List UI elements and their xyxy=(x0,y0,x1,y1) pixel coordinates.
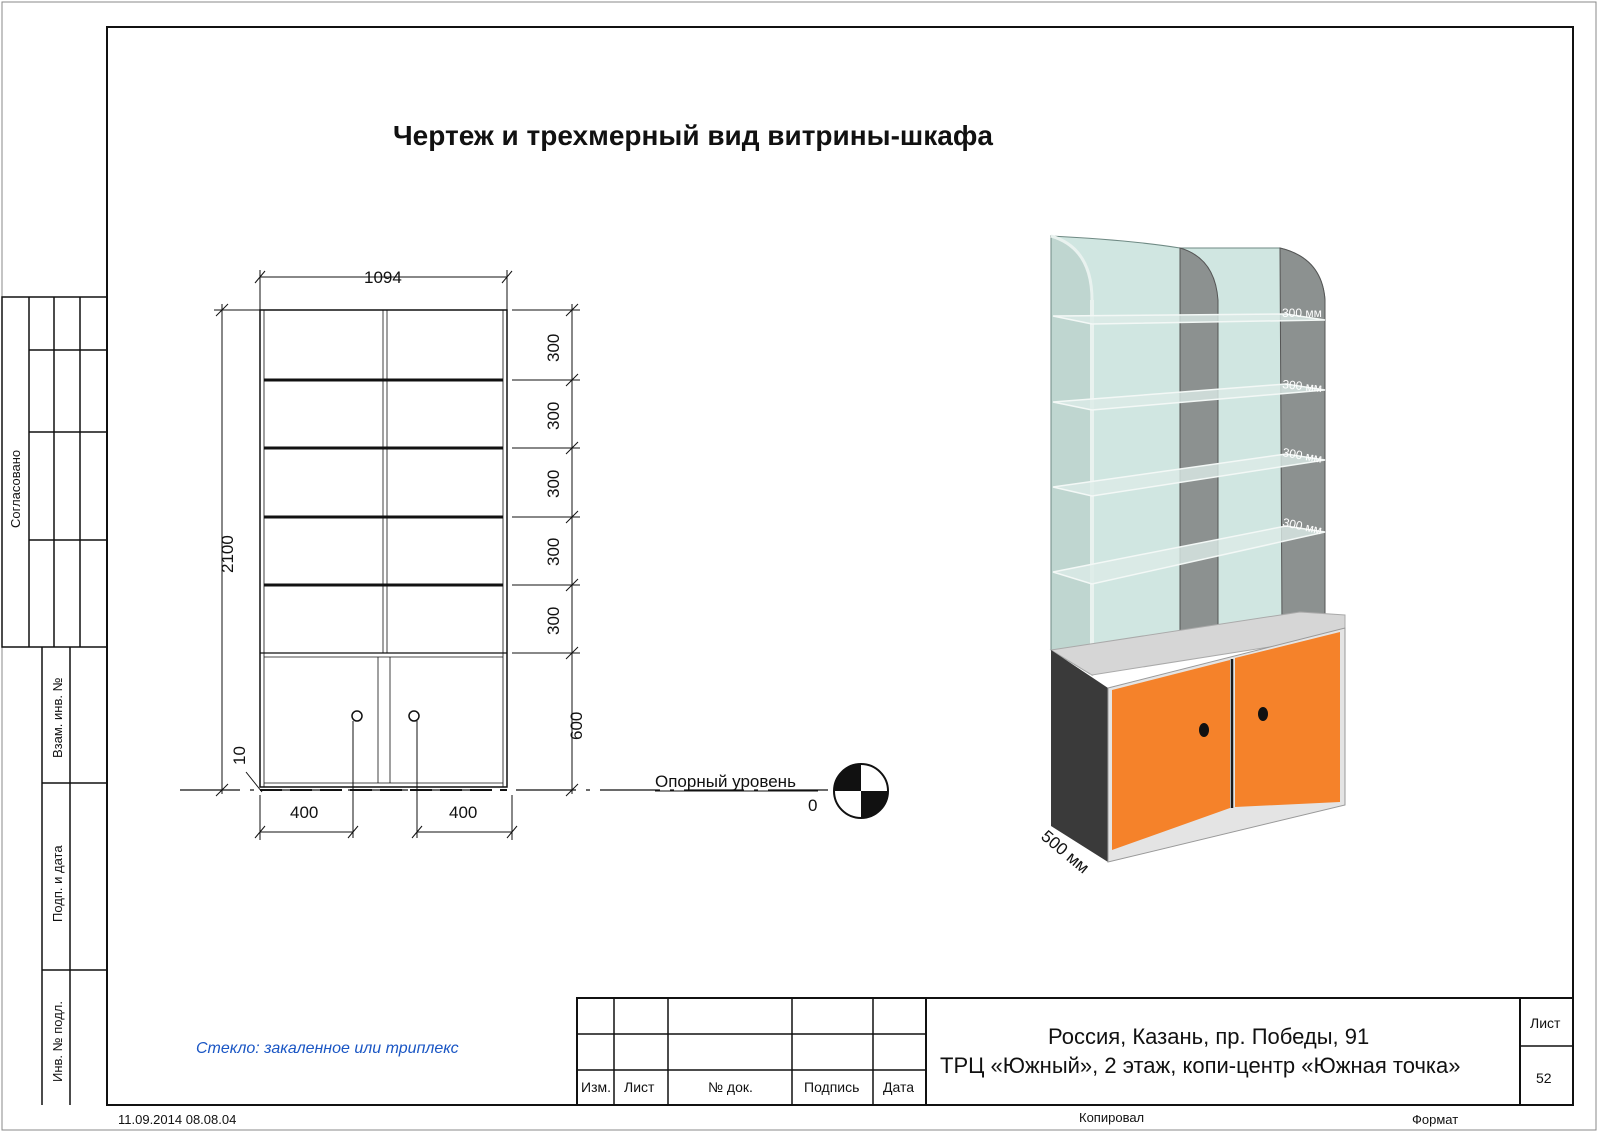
dim-shelf-pitch-1: 300 xyxy=(544,334,563,362)
col-sign: Подпись xyxy=(804,1079,859,1095)
col-date: Дата xyxy=(883,1079,914,1095)
shelf-label-2: 300 мм xyxy=(1282,377,1323,395)
dim-cabinet-height: 600 xyxy=(567,712,586,740)
glass-right-side xyxy=(1279,247,1326,629)
address-line-2: ТРЦ «Южный», 2 этаж, копи-центр «Южная т… xyxy=(940,1053,1461,1078)
sign-date-label: Подп. и дата xyxy=(50,845,65,922)
shelf-label-1: 300 мм xyxy=(1282,306,1322,320)
front-handle-left xyxy=(351,710,363,722)
front-handle-right xyxy=(408,710,420,722)
left-margin-stamp xyxy=(1,296,108,1105)
door-left xyxy=(1112,660,1230,850)
front-shelves xyxy=(264,378,503,587)
front-view-drawing xyxy=(259,309,508,838)
inv-orig-label: Инв. № подл. xyxy=(50,1001,65,1082)
shelf-label-3: 300 мм xyxy=(1281,445,1323,466)
dim-overall-height: 2100 xyxy=(218,535,237,573)
col-izm: Изм. xyxy=(581,1079,611,1095)
glass-divider xyxy=(1179,247,1219,641)
dim-shelf-pitch-4: 300 xyxy=(544,538,563,566)
dim-handle-left: 400 xyxy=(290,803,318,822)
page-title: Чертеж и трехмерный вид витрины-шкафа xyxy=(393,120,993,151)
dim-handle-right: 400 xyxy=(449,803,477,822)
copied-label: Копировал xyxy=(1079,1110,1144,1125)
dim-shelf-pitch-2: 300 xyxy=(544,402,563,430)
dim-shelf-pitch-5: 300 xyxy=(544,607,563,635)
address-line-1: Россия, Казань, пр. Победы, 91 xyxy=(1048,1024,1369,1049)
format-label: Формат xyxy=(1412,1112,1458,1127)
dim-plinth: 10 xyxy=(230,746,249,765)
glass-shelves xyxy=(1052,313,1326,585)
dimension-lines xyxy=(214,270,580,840)
inv-swap-label: Взам. инв. № xyxy=(50,677,65,758)
sheet-label: Лист xyxy=(1530,1015,1561,1031)
col-list: Лист xyxy=(624,1079,655,1095)
reference-level-label: Опорный уровень xyxy=(655,772,796,791)
reference-level-marker xyxy=(833,763,889,819)
reference-level-value: 0 xyxy=(808,796,817,815)
cabinet-side xyxy=(1051,650,1108,862)
col-doc: № док. xyxy=(708,1079,753,1095)
glass-note: Стекло: закаленное или триплекс xyxy=(196,1040,459,1057)
door-right xyxy=(1235,632,1340,807)
3d-view xyxy=(1049,234,1346,863)
sheet-number: 52 xyxy=(1536,1070,1552,1086)
cabinet-top xyxy=(1049,611,1346,676)
door-handle-right xyxy=(1258,707,1268,721)
dim-overall-width: 1094 xyxy=(364,268,402,287)
title-block xyxy=(576,997,1574,1106)
door-handle-left xyxy=(1199,723,1209,737)
dim-shelf-pitch-3: 300 xyxy=(544,470,563,498)
timestamp: 11.09.2014 08.08.04 xyxy=(118,1112,236,1127)
approved-label: Согласовано xyxy=(8,450,23,528)
